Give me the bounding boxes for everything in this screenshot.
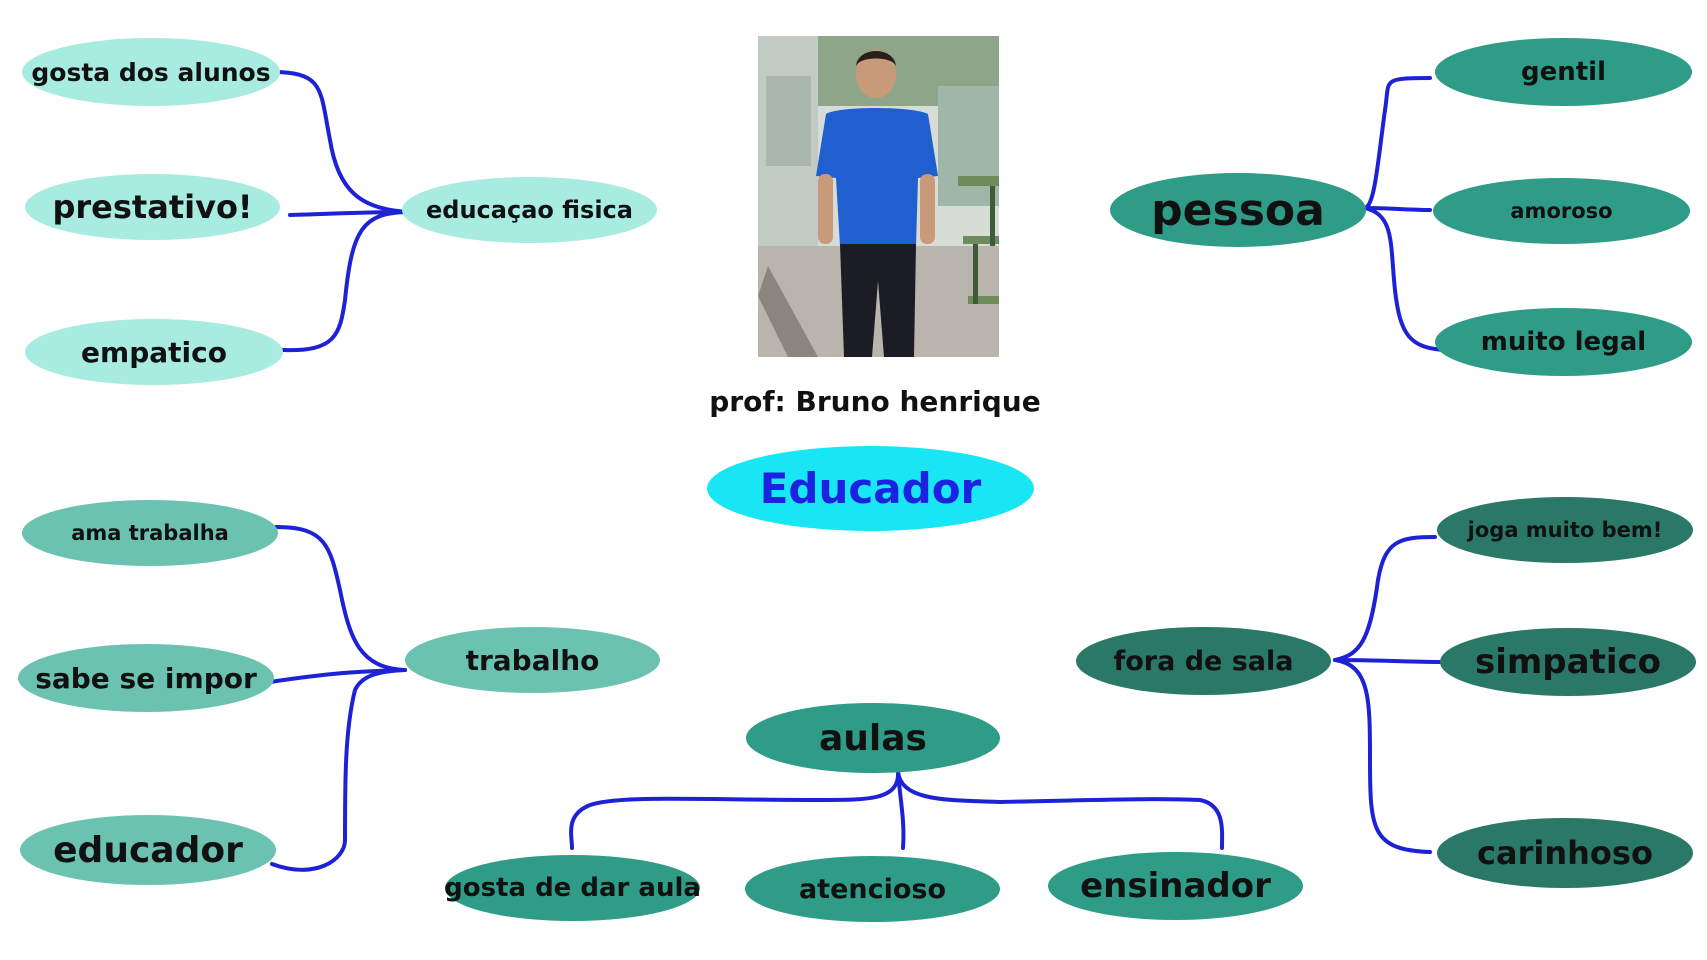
node-gosta-dos-alunos: gosta dos alunos [22, 38, 280, 106]
node-gentil: gentil [1435, 38, 1692, 106]
node-educador-label: educador [53, 829, 243, 871]
connector-gosta-dos-alunos [270, 70, 412, 214]
node-simpatico: simpatico [1440, 628, 1696, 696]
node-amoroso-label: amoroso [1510, 199, 1613, 223]
connector-ensinador [896, 769, 1225, 850]
node-empatico-label: empatico [81, 335, 227, 369]
teacher-photo [758, 36, 999, 357]
node-gosta-de-dar-aula: gosta de dar aula [444, 855, 701, 921]
node-ama-trabalha: ama trabalha [22, 500, 278, 566]
node-ensinador: ensinador [1048, 852, 1303, 920]
connector-amoroso [1363, 206, 1432, 212]
node-gosta-dos-alunos-label: gosta dos alunos [31, 57, 271, 87]
node-prestativo-label: prestativo! [52, 188, 253, 226]
node-amoroso: amoroso [1433, 178, 1690, 244]
connector-ama-trabalha [274, 525, 407, 672]
node-pessoa-label: pessoa [1151, 184, 1325, 236]
connector-gosta-de-dar-aula [569, 769, 901, 850]
node-muito-legal-label: muito legal [1480, 327, 1647, 357]
node-empatico: empatico [25, 319, 283, 385]
node-trabalho: trabalho [405, 627, 660, 693]
node-educacao-fisica: educaçao fisica [402, 177, 657, 243]
connector-educador [270, 668, 407, 872]
node-fora-de-sala: fora de sala [1076, 627, 1331, 695]
connector-empatico [281, 210, 412, 353]
node-carinhoso-label: carinhoso [1477, 834, 1653, 872]
node-atencioso: atencioso [745, 856, 1000, 922]
node-educador: educador [20, 815, 276, 885]
node-ensinador-label: ensinador [1080, 866, 1271, 906]
node-gosta-de-dar-aula-label: gosta de dar aula [444, 873, 701, 903]
center-node: Educador [707, 446, 1034, 531]
connector-simpatico [1333, 658, 1442, 664]
node-joga-muito-bem-label: joga muito bem! [1467, 518, 1663, 542]
node-pessoa: pessoa [1110, 173, 1366, 247]
node-educacao-fisica-label: educaçao fisica [426, 196, 633, 224]
connector-gentil [1363, 76, 1432, 210]
connector-joga [1333, 535, 1437, 662]
node-sabe-se-impor: sabe se impor [18, 644, 274, 712]
node-ama-trabalha-label: ama trabalha [71, 521, 229, 545]
node-joga-muito-bem: joga muito bem! [1437, 497, 1693, 563]
node-trabalho-label: trabalho [465, 643, 600, 677]
node-aulas-label: aulas [819, 717, 927, 759]
node-atencioso-label: atencioso [798, 873, 947, 905]
connector-muito-legal [1363, 206, 1447, 352]
photo-caption: prof: Bruno henrique [709, 385, 1041, 418]
node-sabe-se-impor-label: sabe se impor [35, 661, 257, 695]
node-prestativo: prestativo! [25, 174, 280, 240]
node-carinhoso: carinhoso [1437, 818, 1693, 888]
center-node-label: Educador [759, 464, 982, 513]
node-aulas: aulas [746, 703, 1000, 773]
connector-carinhoso [1333, 658, 1432, 854]
node-simpatico-label: simpatico [1474, 642, 1662, 682]
node-muito-legal: muito legal [1435, 308, 1692, 376]
node-gentil-label: gentil [1520, 57, 1606, 87]
node-fora-de-sala-label: fora de sala [1113, 645, 1294, 677]
